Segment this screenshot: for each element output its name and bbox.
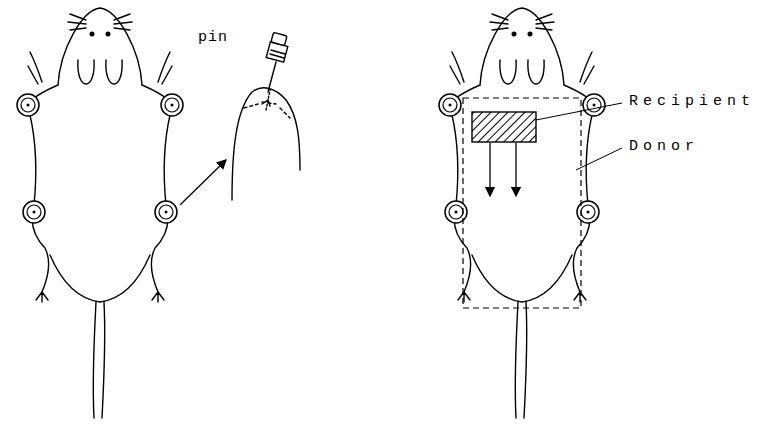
part-label: Donor xyxy=(627,139,701,156)
part-label: Recipient xyxy=(627,94,757,111)
pin-label: pin xyxy=(196,30,230,47)
